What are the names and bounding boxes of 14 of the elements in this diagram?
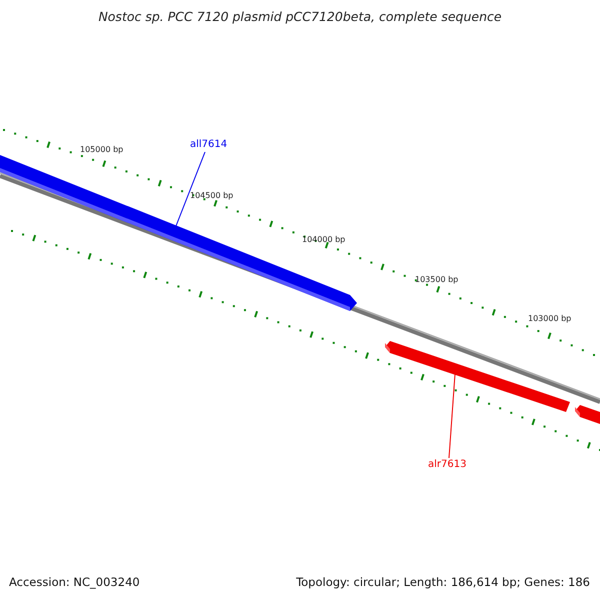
scale-label: 104500 bp — [190, 191, 234, 200]
gene-arrow — [575, 405, 600, 424]
leader-line — [176, 152, 206, 226]
scale-label: 104000 bp — [302, 235, 346, 244]
gene-arrow — [385, 341, 570, 412]
map-title: Nostoc sp. PCC 7120 plasmid pCC7120beta, complete sequence — [98, 9, 502, 24]
gene-arrow — [0, 155, 357, 311]
leader-line — [448, 374, 456, 458]
scale-label: 103500 bp — [415, 275, 458, 284]
footer-text: Accession: NC_003240 — [9, 575, 140, 589]
footer-text: Topology: circular; Length: 186,614 bp; Genes: 186 — [296, 575, 590, 589]
gene-label: all7614 — [190, 139, 228, 150]
gene-label: alr7613 — [428, 459, 466, 470]
scale-label: 103000 bp — [528, 314, 572, 323]
